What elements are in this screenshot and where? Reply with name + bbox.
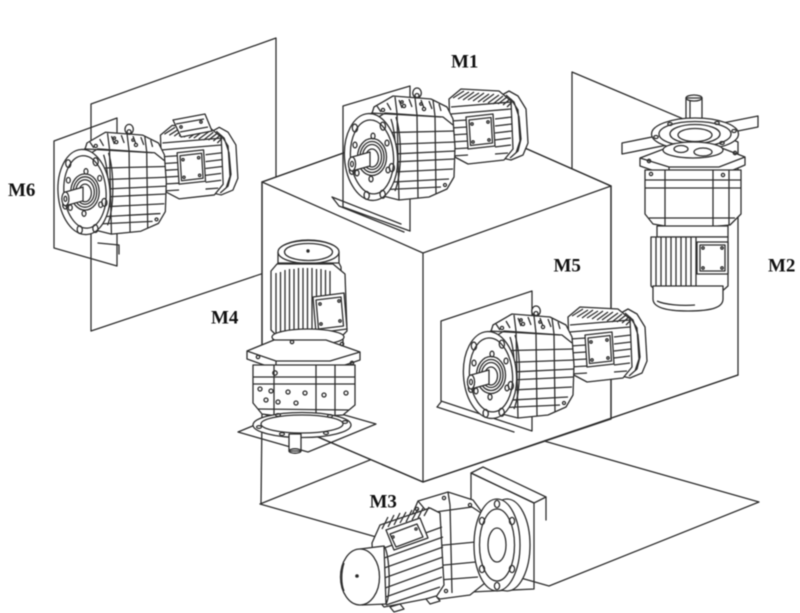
svg-text:M4: M4 xyxy=(211,308,239,329)
svg-text:M3: M3 xyxy=(370,492,397,513)
svg-text:M1: M1 xyxy=(451,52,478,73)
svg-text:M5: M5 xyxy=(554,256,581,277)
svg-text:M6: M6 xyxy=(8,180,35,201)
svg-text:M2: M2 xyxy=(768,256,795,277)
